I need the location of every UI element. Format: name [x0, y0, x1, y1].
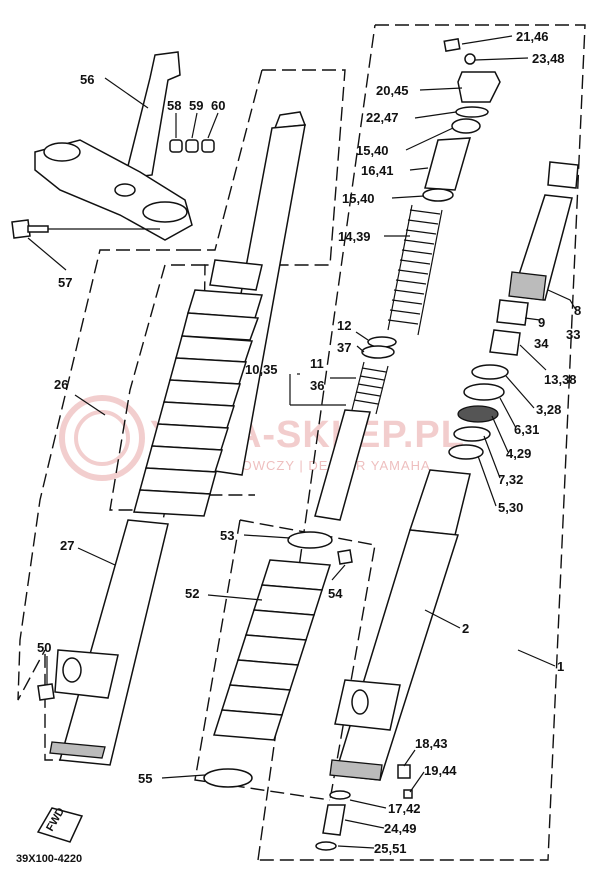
callout-6-31: 6,31 — [514, 422, 539, 437]
callout-1: 1 — [557, 659, 564, 674]
callout-26: 26 — [54, 377, 68, 392]
callout-4-29: 4,29 — [506, 446, 531, 461]
callout-17-42: 17,42 — [388, 801, 421, 816]
right-inner-tube — [448, 161, 579, 460]
callout-10-35: 10,35 — [245, 362, 278, 377]
callout-8: 8 — [574, 303, 581, 318]
callout-13-38: 13,38 — [544, 372, 577, 387]
callout-15-40-lower: 15,40 — [342, 191, 375, 206]
callout-37: 37 — [337, 340, 351, 355]
drain-bolts — [315, 764, 413, 851]
callout-34: 34 — [534, 336, 549, 351]
callout-25-51: 25,51 — [374, 841, 407, 856]
left-fork-boot — [133, 289, 263, 517]
callout-3-28: 3,28 — [536, 402, 561, 417]
callout-55: 55 — [138, 771, 152, 786]
callout-36: 36 — [310, 378, 324, 393]
diagram-code: 39X100-4220 — [16, 853, 82, 865]
callout-23-48: 23,48 — [532, 51, 565, 66]
callout-14-39: 14,39 — [338, 229, 371, 244]
callout-56: 56 — [80, 72, 94, 87]
left-fork-tube — [37, 111, 307, 766]
callout-60: 60 — [211, 98, 225, 113]
callout-15-40-upper: 15,40 — [356, 143, 389, 158]
callout-19-44: 19,44 — [424, 763, 457, 778]
watermark: YAMA-SKLEP.PL KONIUCIECHOWCZY | DEALER Y… — [59, 395, 464, 481]
callout-54: 54 — [328, 586, 343, 601]
callout-50: 50 — [37, 640, 51, 655]
callout-57: 57 — [58, 275, 72, 290]
steering-stem-assembly — [11, 51, 215, 241]
callout-7-32: 7,32 — [498, 472, 523, 487]
callout-52: 52 — [185, 586, 199, 601]
fwd-badge: FWD — [36, 806, 84, 843]
callout-53: 53 — [220, 528, 234, 543]
callout-59: 59 — [189, 98, 203, 113]
right-outer-slider — [329, 469, 471, 781]
callout-labels: 21,46 23,48 20,45 22,47 15,40 16,41 15,4… — [37, 29, 581, 856]
callout-16-41: 16,41 — [361, 163, 394, 178]
callout-24-49: 24,49 — [384, 821, 417, 836]
callout-2: 2 — [462, 621, 469, 636]
callout-11: 11 — [310, 356, 324, 371]
damper-rod-group — [314, 37, 501, 521]
callout-58: 58 — [167, 98, 181, 113]
callout-5-30: 5,30 — [498, 500, 523, 515]
leader-lines — [27, 35, 577, 849]
callout-22-47: 22,47 — [366, 110, 399, 125]
callout-18-43: 18,43 — [415, 736, 448, 751]
callout-9: 9 — [538, 315, 545, 330]
callout-12: 12 — [337, 318, 351, 333]
callout-20-45: 20,45 — [376, 83, 409, 98]
callout-33: 33 — [566, 327, 580, 342]
rebound-spring — [351, 361, 389, 415]
lower-boot — [203, 531, 353, 788]
callout-21-46: 21,46 — [516, 29, 549, 44]
callout-27: 27 — [60, 538, 74, 553]
fork-spring — [387, 204, 443, 336]
